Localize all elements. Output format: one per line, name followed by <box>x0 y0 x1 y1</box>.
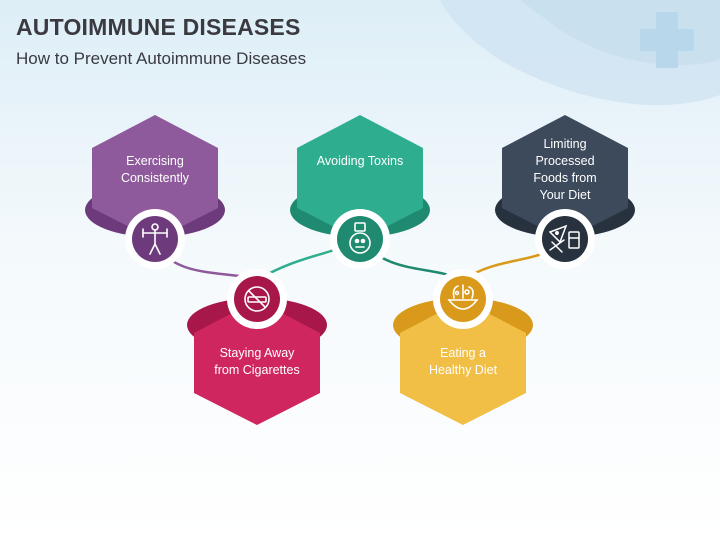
node-processed-hexagon <box>502 115 628 240</box>
node-diet <box>393 269 533 425</box>
node-processed-icon-disc <box>542 216 588 262</box>
salad-bowl-icon <box>447 284 479 310</box>
node-processed-label: Limiting Processed Foods from Your Diet <box>533 137 597 202</box>
node-cigarettes <box>187 269 327 425</box>
node-cigarettes-hexagon <box>194 300 320 425</box>
node-cigarettes-label: Staying Away from Cigarettes <box>214 346 300 377</box>
node-toxins-icon-disc <box>337 216 383 262</box>
node-exercise-label: Exercising Consistently <box>120 154 190 185</box>
no-smoking-icon <box>244 286 270 312</box>
poison-flask-icon <box>349 222 371 254</box>
node-toxins-label: Avoiding Toxins <box>316 154 404 168</box>
node-toxins-hexagon <box>297 115 423 240</box>
node-diet-icon-disc <box>440 276 486 322</box>
node-toxins <box>290 115 430 269</box>
node-diet-hexagon <box>400 300 526 425</box>
processed-food-icon <box>548 224 580 253</box>
node-exercise <box>85 115 225 269</box>
node-exercise-hexagon <box>92 115 218 240</box>
node-diet-label: Eating a Healthy Diet <box>428 346 498 377</box>
page-subtitle: How to Prevent Autoimmune Diseases <box>16 49 307 68</box>
node-processed <box>495 115 635 269</box>
exercise-person-icon <box>142 223 168 255</box>
medical-cross-icon <box>640 12 694 68</box>
page-title: AUTOIMMUNE DISEASES <box>16 14 301 40</box>
